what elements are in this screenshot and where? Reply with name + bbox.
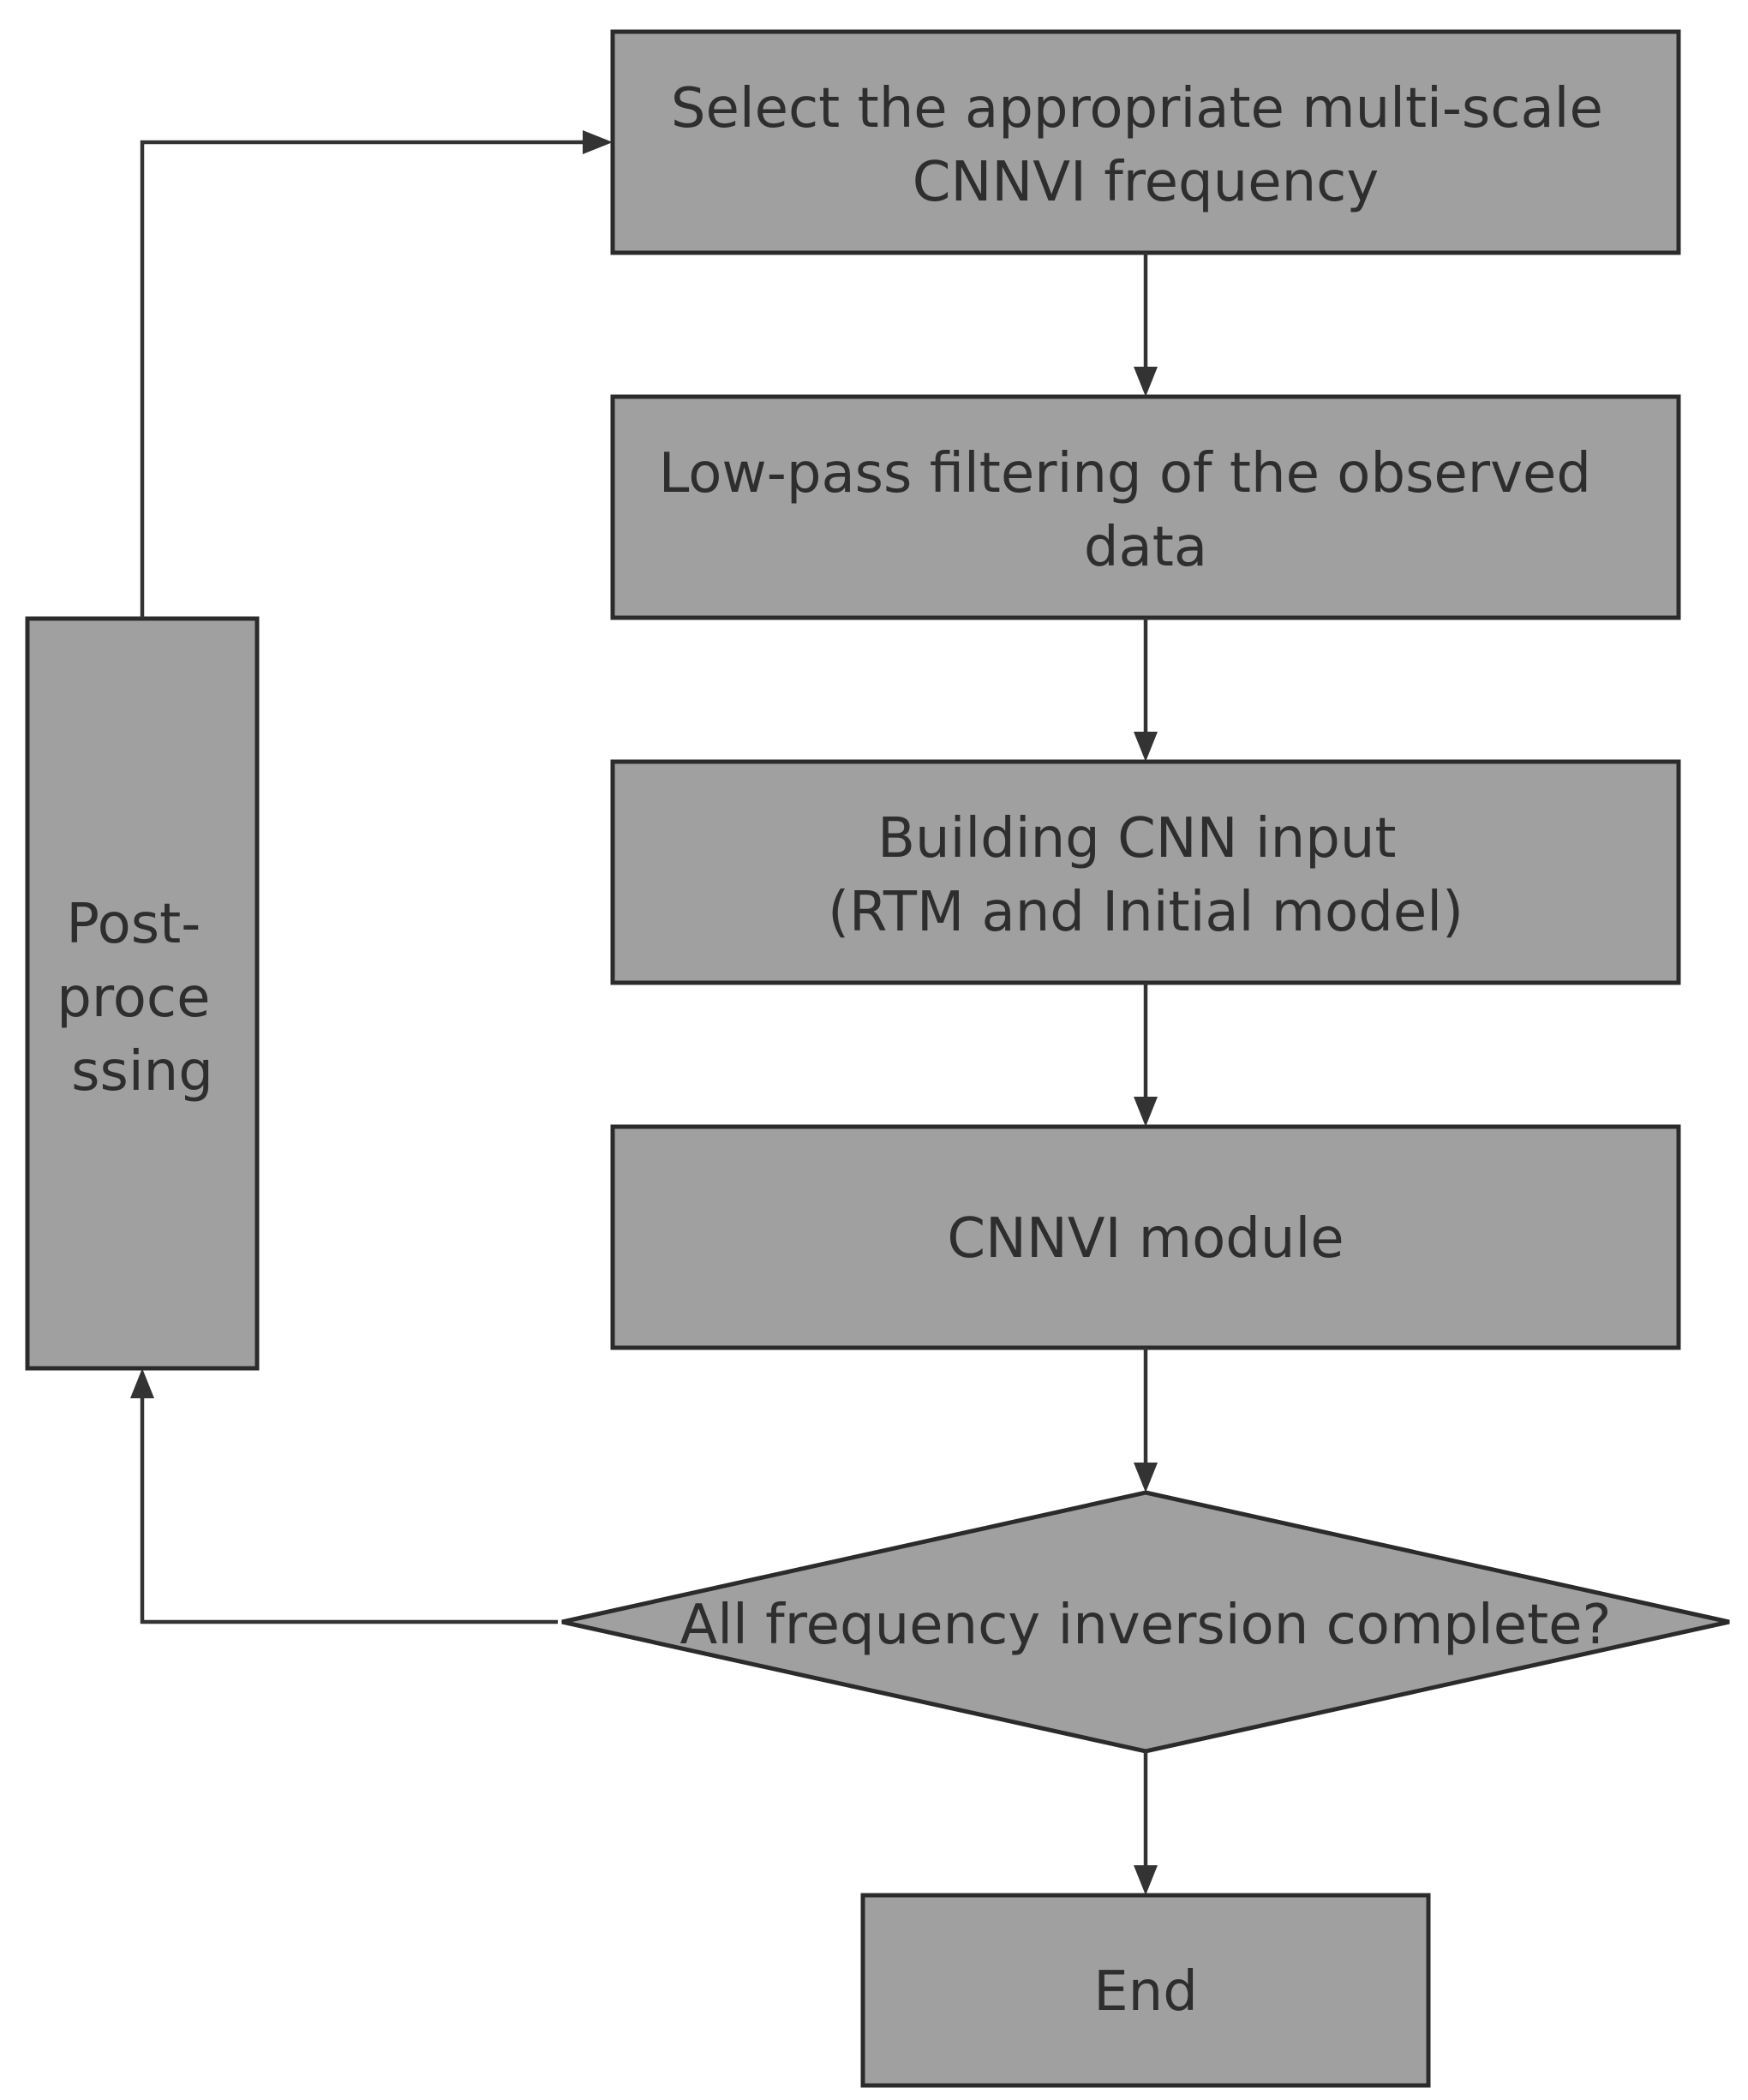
node-end-label: End (1093, 1960, 1198, 2024)
node-select-frequency-line: CNNVI frequency (913, 151, 1379, 214)
node-building-cnn-input-line: (RTM and Initial model) (828, 881, 1464, 944)
node-decision-label: All frequency inversion complete? (679, 1594, 1611, 1657)
arrowhead-down-icon (1134, 732, 1158, 762)
node-building-cnn-input (610, 759, 1681, 985)
node-select-frequency-label: Select the appropriate multi-scale CNNVI… (671, 77, 1620, 214)
edge-decision-to-postprocessing (140, 1397, 558, 1624)
arrowhead-right-icon (583, 130, 613, 154)
node-select-frequency (610, 29, 1681, 255)
node-low-pass-filtering-line: data (1084, 516, 1207, 579)
node-building-cnn-input-label: Building CNN input (RTM and Initial mode… (828, 807, 1464, 944)
arrowhead-down-icon (1134, 1097, 1158, 1127)
node-post-processing-label: Post- proce ssing (57, 893, 228, 1104)
node-select-frequency-line: Select the appropriate multi-scale (671, 77, 1603, 141)
node-low-pass-filtering (610, 394, 1681, 620)
node-low-pass-filtering-line: Low-pass filtering of the observed (659, 442, 1591, 506)
edge-postprocessing-to-select (140, 140, 584, 619)
node-post-processing-line: Post- (66, 893, 201, 956)
node-post-processing-line: ssing (71, 1040, 213, 1104)
node-cnnvi-module-label: CNNVI module (947, 1207, 1344, 1271)
node-low-pass-filtering-label: Low-pass filtering of the observed data (659, 442, 1609, 579)
node-end-line: End (1093, 1960, 1198, 2024)
node-building-cnn-input-line: Building CNN input (877, 807, 1396, 871)
arrowhead-down-icon (1134, 367, 1158, 397)
node-decision-line: All frequency inversion complete? (679, 1594, 1611, 1657)
node-cnnvi-module-line: CNNVI module (947, 1207, 1344, 1271)
arrowhead-down-icon (1134, 1865, 1158, 1895)
arrowhead-down-icon (1134, 1463, 1158, 1493)
node-post-processing-line: proce (57, 966, 210, 1030)
arrowhead-up-icon (130, 1368, 154, 1398)
